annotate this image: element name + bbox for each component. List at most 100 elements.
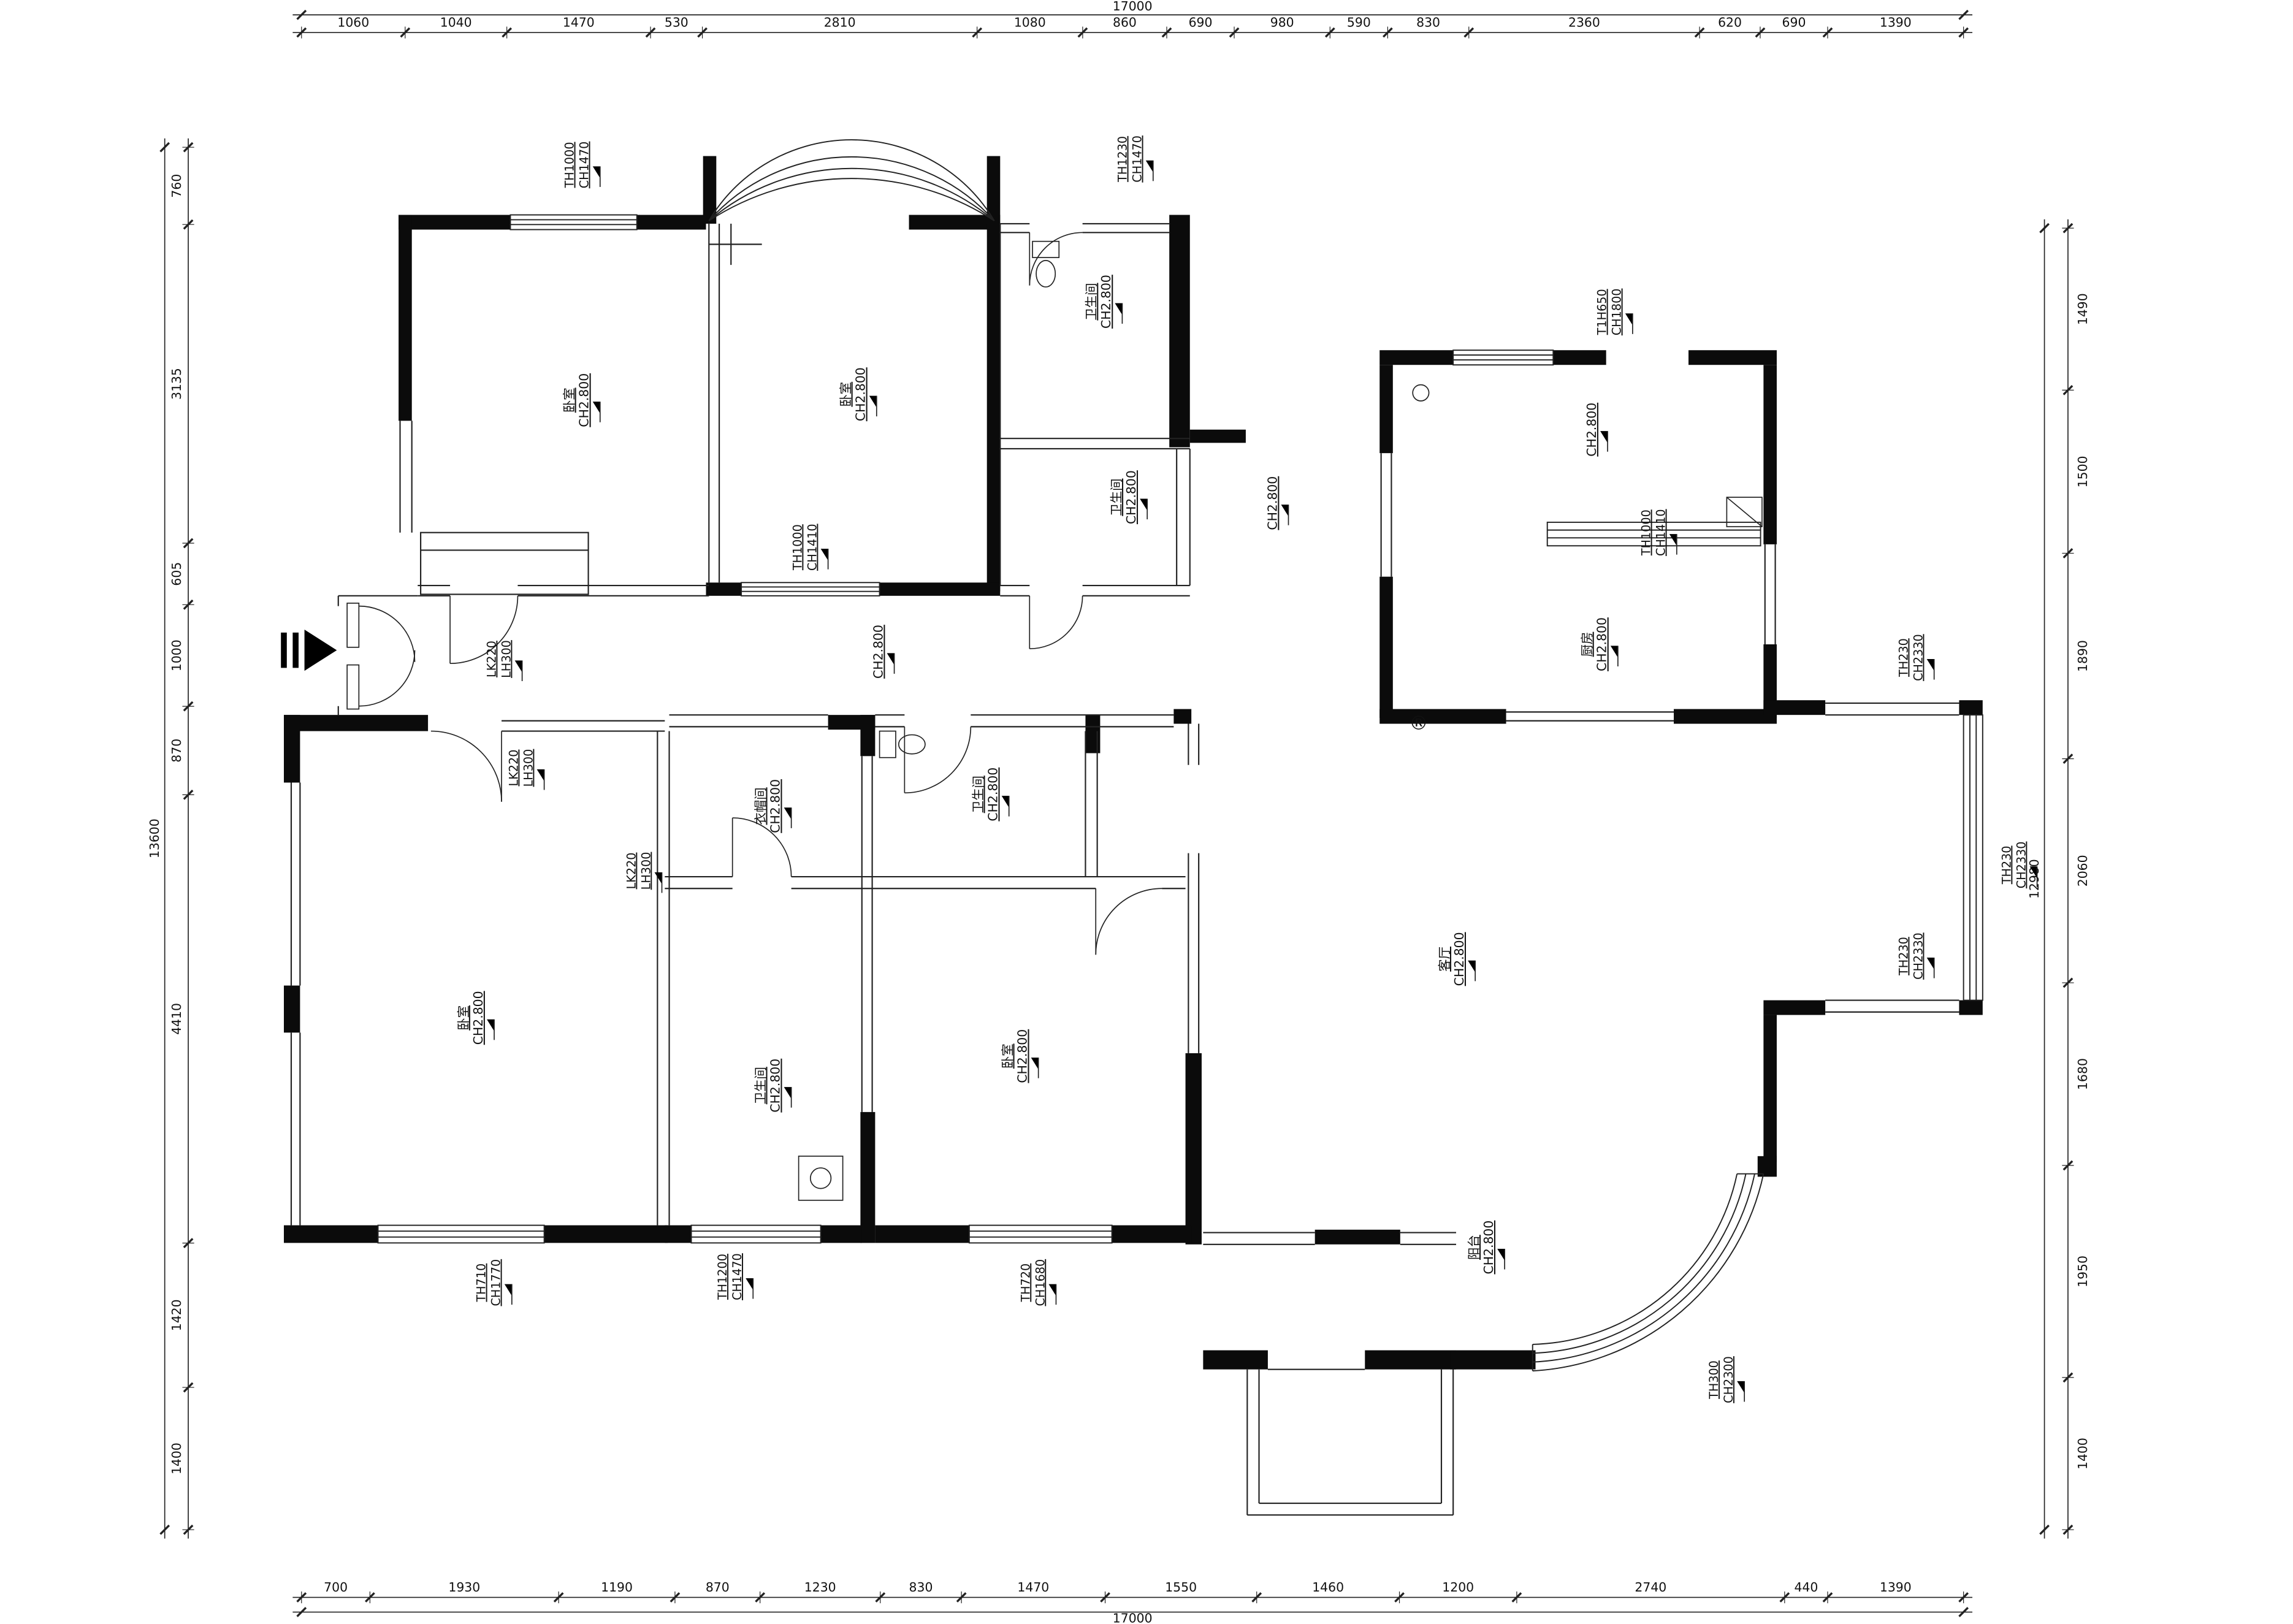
room-label: CH2.800: [871, 625, 895, 679]
dim-value: 760: [169, 174, 184, 198]
dim-value: 3135: [169, 368, 184, 400]
dim-value: 2060: [2075, 855, 2090, 886]
walls: [284, 156, 1983, 1370]
svg-text:TH1200: TH1200: [715, 1254, 730, 1300]
dim-value: 2740: [1635, 1580, 1666, 1595]
dim-value: 440: [1794, 1580, 1818, 1595]
svg-text:卫生间: 卫生间: [1084, 283, 1099, 320]
dim-value: 1400: [2075, 1438, 2090, 1470]
toilet: [1032, 240, 1060, 288]
dim-value: 1200: [1442, 1580, 1474, 1595]
svg-text:CH2.800: CH2.800: [1584, 403, 1599, 457]
svg-text:CH2.800: CH2.800: [577, 373, 592, 427]
dim-value: 2810: [824, 15, 856, 29]
svg-text:CH2.800: CH2.800: [1015, 1029, 1029, 1083]
dim-value: 830: [909, 1580, 933, 1595]
dim-value: 1230: [804, 1580, 836, 1595]
dim-value: 1190: [601, 1580, 633, 1595]
svg-text:CH1410: CH1410: [1654, 509, 1668, 556]
counter: [1726, 497, 1763, 527]
dim-value: 1500: [2075, 456, 2090, 487]
toilet: [879, 730, 926, 758]
svg-text:CH1410: CH1410: [805, 524, 819, 571]
svg-text:CH2.800: CH2.800: [768, 779, 782, 833]
dim-value: 1550: [1165, 1580, 1197, 1595]
dim-value: 1390: [1880, 1580, 1912, 1595]
svg-text:CH2.800: CH2.800: [768, 1059, 782, 1113]
dim-value: 1000: [169, 639, 184, 671]
partition-walls: [290, 223, 1959, 1516]
dim-value: 1490: [2075, 293, 2090, 325]
svg-text:卫生间: 卫生间: [1109, 479, 1124, 516]
svg-text:CH2330: CH2330: [1911, 932, 1925, 980]
dim-value: 1470: [1017, 1580, 1049, 1595]
balcony-curved-window: [1532, 1173, 1765, 1372]
svg-text:CH2.800: CH2.800: [871, 625, 885, 679]
door: [1029, 595, 1083, 650]
dim-total: 13600: [147, 818, 162, 858]
dim-total: 12980: [2027, 859, 2042, 899]
svg-text:LK220: LK220: [484, 641, 498, 677]
window: [741, 582, 880, 597]
svg-text:厨房: 厨房: [1580, 632, 1595, 657]
svg-text:LK220: LK220: [624, 853, 638, 890]
svg-text:CH2.800: CH2.800: [1265, 476, 1280, 530]
dim-value: 530: [665, 15, 689, 29]
dim-value: 1040: [440, 15, 472, 29]
svg-text:CH2330: CH2330: [1911, 634, 1925, 681]
svg-text:卧室: 卧室: [456, 1005, 471, 1031]
dim-value: 4410: [169, 1003, 184, 1035]
svg-text:CH2330: CH2330: [2014, 842, 2028, 889]
door: [1095, 888, 1162, 955]
dim-value: 1460: [1312, 1580, 1344, 1595]
windows: [377, 139, 1983, 1372]
window: [509, 214, 638, 231]
shower: [798, 1156, 844, 1201]
svg-text:CH2.800: CH2.800: [1124, 470, 1139, 524]
svg-text:卧室: 卧室: [1000, 1043, 1015, 1069]
dim-value: 690: [1782, 15, 1806, 29]
svg-text:CH2.800: CH2.800: [853, 367, 868, 421]
svg-text:T1H650: T1H650: [1595, 289, 1609, 335]
window: [1546, 521, 1761, 547]
svg-text:卫生间: 卫生间: [753, 1067, 768, 1104]
dim-value: 1060: [337, 15, 369, 29]
dim-value: 700: [324, 1580, 348, 1595]
svg-text:CH2.800: CH2.800: [471, 991, 486, 1045]
window: [690, 1224, 822, 1244]
dim-value: 1390: [1880, 15, 1912, 29]
dim-value: 870: [706, 1580, 730, 1595]
svg-text:TH230: TH230: [1896, 638, 1910, 677]
dim-value: 860: [1113, 15, 1137, 29]
bow-window-arc: [708, 139, 995, 221]
svg-text:CH1470: CH1470: [578, 142, 592, 189]
dim-value: 980: [1270, 15, 1294, 29]
window: [1963, 714, 1983, 1001]
dim-value: 1890: [2075, 640, 2090, 672]
dim-value: 605: [169, 562, 184, 586]
svg-text:CH2.800: CH2.800: [986, 768, 1001, 822]
dim-total: 17000: [1113, 1611, 1153, 1624]
svg-text:LK220: LK220: [506, 750, 521, 787]
